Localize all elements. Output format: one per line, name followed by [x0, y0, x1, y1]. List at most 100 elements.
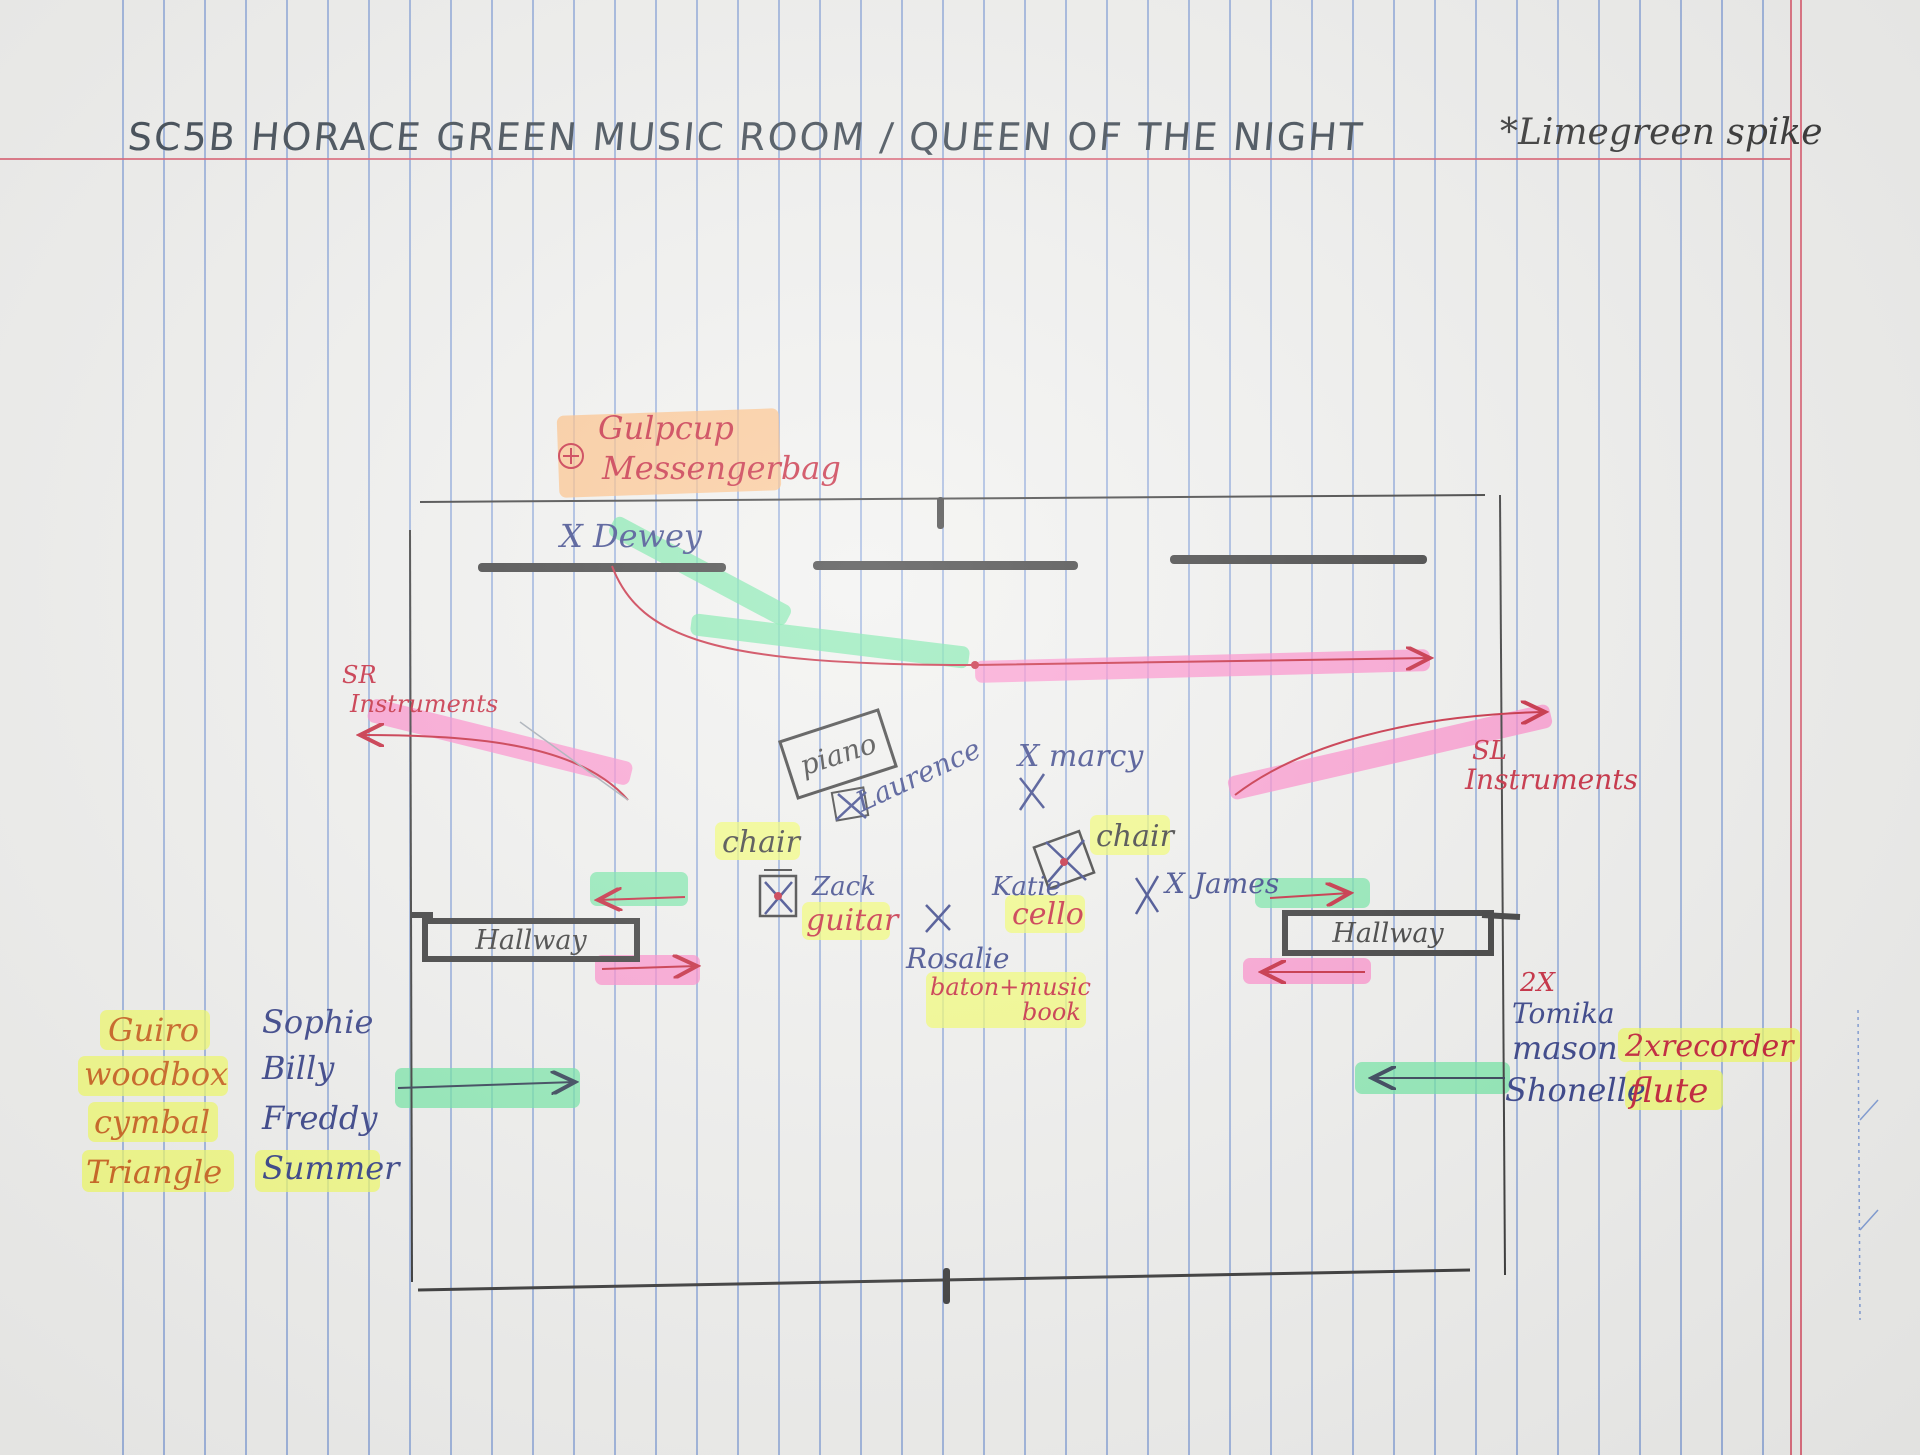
- stage-left-wall: [409, 529, 413, 1283]
- sl-instruments-arrow: [1234, 712, 1545, 796]
- ruled-line: [860, 0, 862, 1455]
- ruled-line: [1147, 0, 1149, 1455]
- ruled-line: [204, 0, 206, 1455]
- ruled-line: [1229, 0, 1231, 1455]
- right-margin-line-1: [1790, 0, 1792, 1455]
- props-plus-circle: [558, 443, 584, 469]
- prop-chair-right: chair: [1096, 819, 1174, 854]
- hallway-sr-label: Hallway: [475, 924, 587, 956]
- props-plus-mark: [563, 448, 579, 464]
- ruled-line: [942, 0, 944, 1455]
- ruled-line: [1352, 0, 1354, 1455]
- list-instrument-woodbox: woodbox: [84, 1055, 229, 1093]
- right-margin-tick-2: [1859, 1209, 1879, 1231]
- cast-katie: Katie: [992, 872, 1062, 902]
- prop-baton-music: baton+music: [930, 973, 1091, 1001]
- top-margin-line: [0, 158, 1790, 160]
- cast-mason: mason: [1512, 1029, 1618, 1067]
- ruled-line: [778, 0, 780, 1455]
- marcy-x: [1018, 773, 1046, 811]
- hallway-sl-label: Hallway: [1332, 917, 1444, 949]
- sl-instruments-label: Instruments: [1465, 763, 1638, 796]
- dewey-cross-arrow: [611, 565, 1430, 665]
- right-margin-tick-1: [1859, 1099, 1879, 1121]
- cymbal-highlight: [88, 1102, 218, 1142]
- stage-top-line: [419, 494, 1486, 503]
- ruled-line: [1639, 0, 1641, 1455]
- ruled-line: [1721, 0, 1723, 1455]
- upstage-flat-left: [478, 563, 726, 572]
- katie-spike-dot: [1060, 858, 1068, 866]
- sl-label: SL: [1472, 736, 1508, 766]
- flute-highlight: [1625, 1070, 1723, 1110]
- chair-left-highlight: [715, 822, 800, 860]
- stage-bottom-line: [417, 1268, 1471, 1292]
- hallway-sr: Hallway: [422, 918, 640, 962]
- ruled-line: [614, 0, 616, 1455]
- summer-highlight: [255, 1150, 380, 1192]
- list-name-freddy: Freddy: [262, 1099, 378, 1137]
- prop-gulpcup: Gulpcup: [598, 409, 734, 447]
- triangle-highlight: [82, 1150, 234, 1192]
- sr-instruments-arrow: [360, 735, 629, 801]
- cast-dewey: X Dewey: [560, 517, 702, 555]
- stage-right-wall: [1499, 494, 1506, 1276]
- right-dotted-edge: [1857, 1009, 1861, 1321]
- cast-shonelle: Shonelle: [1505, 1071, 1646, 1109]
- chair-left-back: [760, 869, 796, 877]
- ruled-line: [1065, 0, 1067, 1455]
- cast-rosalie: Rosalie: [906, 942, 1010, 975]
- cast-marcy: X marcy: [1018, 739, 1144, 774]
- chair-right-box: [1032, 829, 1096, 891]
- ruled-line: [1434, 0, 1436, 1455]
- list-name-summer: Summer: [262, 1149, 400, 1187]
- ruled-line: [1024, 0, 1026, 1455]
- ruled-line: [1680, 0, 1682, 1455]
- baton-highlight: [926, 972, 1086, 1028]
- right-margin-line-2: [1800, 0, 1802, 1455]
- sr-label: SR: [342, 661, 377, 689]
- sl-enter-arrow: [1269, 893, 1350, 898]
- left-list-arrow: [397, 1082, 575, 1088]
- upstage-flat-right: [1170, 555, 1427, 564]
- sr-exit-arrow: [598, 897, 686, 900]
- prop-recorder: 2xrecorder: [1625, 1029, 1794, 1064]
- upstage-flat-center: [813, 561, 1078, 570]
- guitar-highlight: [802, 902, 890, 940]
- list-instrument-triangle: Triangle: [86, 1153, 223, 1191]
- cast-tomika: Tomika: [1512, 997, 1615, 1030]
- laurence-box: [830, 786, 870, 822]
- rosalie-x: [925, 904, 951, 933]
- tomika-mark: 2X: [1520, 968, 1556, 998]
- prop-book: book: [1022, 998, 1081, 1026]
- ruled-line: [163, 0, 165, 1455]
- chair-right-highlight: [1090, 815, 1170, 855]
- prop-chair-left: chair: [722, 825, 800, 860]
- ruled-line: [1393, 0, 1395, 1455]
- ruled-line: [1270, 0, 1272, 1455]
- cast-james: X James: [1165, 867, 1280, 900]
- ruled-line: [737, 0, 739, 1455]
- ruled-line: [819, 0, 821, 1455]
- list-name-sophie: Sophie: [262, 1003, 374, 1041]
- ruled-line: [122, 0, 124, 1455]
- guiro-highlight: [100, 1010, 210, 1050]
- ruled-line: [327, 0, 329, 1455]
- upstage-center-tick: [937, 497, 944, 529]
- sr-enter-arrow: [601, 966, 697, 969]
- ruled-line: [1598, 0, 1600, 1455]
- ruled-line: [655, 0, 657, 1455]
- ruled-line: [983, 0, 985, 1455]
- downstage-center-tick: [943, 1268, 950, 1304]
- prop-guitar: guitar: [806, 903, 899, 938]
- ruled-line: [573, 0, 575, 1455]
- woodbox-highlight: [78, 1056, 228, 1096]
- ruled-line: [245, 0, 247, 1455]
- sr-instruments-label: Instruments: [350, 690, 499, 718]
- james-x: [1134, 875, 1160, 915]
- ruled-line: [1106, 0, 1108, 1455]
- prop-cello: cello: [1012, 897, 1084, 932]
- zack-spike-dot: [774, 892, 782, 900]
- prop-messengerbag: Messengerbag: [602, 449, 841, 487]
